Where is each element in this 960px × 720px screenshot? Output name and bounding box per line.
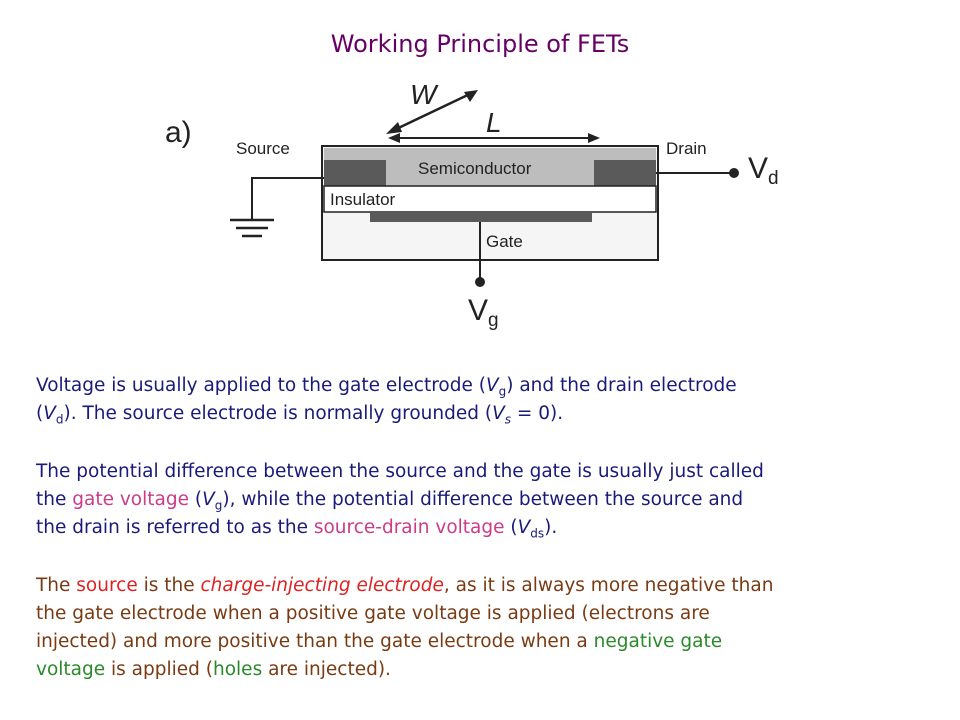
p3-text-5: injected) and more positive than the gat…	[36, 631, 594, 652]
l-label: L	[486, 107, 502, 138]
p3-text-6: is applied (	[105, 659, 213, 680]
p3-text-1: The	[36, 575, 77, 596]
source-wire	[251, 177, 324, 220]
p1-v-var: V	[485, 375, 499, 396]
holes-term: holes	[213, 659, 263, 680]
p2-vds-var: V	[517, 517, 531, 538]
p2-g-sub: g	[214, 498, 223, 513]
drain-terminal	[729, 168, 739, 178]
gate-voltage-term: gate voltage	[72, 489, 189, 510]
w-arrow	[389, 90, 475, 134]
p1-text-2: ) and the drain electrode	[506, 375, 737, 396]
vd-main: V	[748, 152, 768, 185]
p3-text-2: is the	[137, 575, 201, 596]
source-label: Source	[236, 139, 290, 158]
paragraph-potential-difference: The potential difference between the sou…	[36, 458, 936, 542]
p2-text-6: (	[504, 517, 518, 538]
semiconductor-label: Semiconductor	[418, 159, 532, 178]
w-arrow-head-right	[464, 90, 478, 102]
p3-text-4: the gate electrode when a positive gate …	[36, 603, 710, 624]
insulator-label: Insulator	[330, 190, 396, 209]
vg-sub: g	[488, 310, 499, 331]
insulator-layer	[323, 185, 657, 213]
gate-terminal	[475, 277, 485, 287]
p2-text-7: ).	[544, 517, 558, 538]
source-term: source	[76, 575, 138, 596]
panel-label: a)	[165, 116, 192, 149]
p2-text-2: the	[36, 489, 73, 510]
source-drain-voltage-term: source-drain voltage	[313, 517, 505, 538]
p1-text-4: ). The source electrode is normally grou…	[63, 403, 493, 424]
p1-d-sub: d	[55, 412, 64, 427]
paragraph-voltage-application: Voltage is usually applied to the gate e…	[36, 372, 936, 428]
drain-label: Drain	[666, 139, 707, 158]
negative-gate-term: negative gate	[593, 631, 723, 652]
source-electrode	[324, 160, 386, 186]
p1-vs-var: V	[492, 403, 505, 424]
p2-text-4: ), while the potential difference betwee…	[222, 489, 744, 510]
vg-label: Vg	[468, 294, 499, 331]
p1-vd-var: V	[43, 403, 56, 424]
p2-text-3: (	[188, 489, 203, 510]
p2-text-5: the drain is referred to as the	[36, 517, 314, 538]
page-title: Working Principle of FETs	[330, 30, 630, 58]
w-label: W	[410, 79, 439, 110]
drain-electrode	[594, 160, 656, 186]
paragraph-charge-injection: The source is the charge-injecting elect…	[36, 572, 936, 684]
l-arrow-head-left	[388, 133, 400, 143]
vd-sub: d	[768, 168, 779, 189]
gate-electrode	[370, 212, 592, 222]
voltage-term: voltage	[36, 659, 106, 680]
p2-text-1: The potential difference between the sou…	[36, 461, 764, 482]
fet-diagram: a) W L Semiconductor Insulator Gate Sour…	[165, 79, 779, 331]
charge-injecting-electrode-term: charge-injecting electrode	[200, 575, 444, 596]
l-arrow-head-right	[588, 133, 600, 143]
p3-text-7: are injected).	[262, 659, 391, 680]
w-arrow-head-left	[386, 122, 402, 134]
p1-text-5: = 0).	[510, 403, 564, 424]
p1-g-sub: g	[498, 384, 507, 399]
p2-vg-var: V	[202, 489, 215, 510]
p1-text-1: Voltage is usually applied to the gate e…	[36, 375, 486, 396]
p1-s-sub: s	[504, 412, 511, 427]
vd-label: Vd	[748, 152, 779, 189]
p2-ds-sub: ds	[530, 526, 545, 541]
vg-main: V	[468, 294, 488, 327]
p1-text-3: (	[36, 403, 44, 424]
p3-text-3: , as it is always more negative than	[443, 575, 774, 596]
gate-label: Gate	[486, 232, 523, 251]
